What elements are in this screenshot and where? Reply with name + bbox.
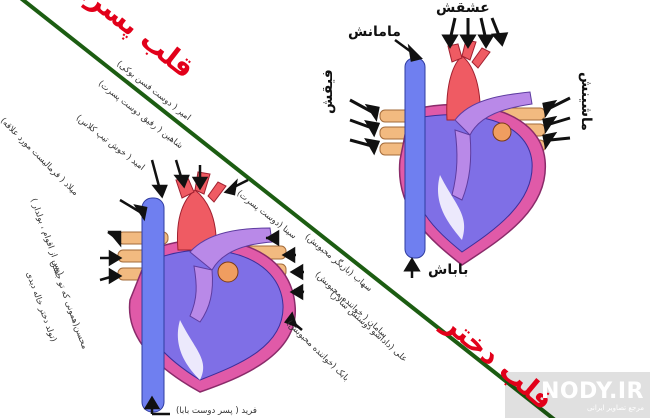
brand-name: NODY.IR [540,379,644,404]
boy-arrows [99,159,305,416]
girl-heart-diagram [379,39,546,266]
label-car: ماشینش [578,72,594,131]
boy-note: فرید ( پسر دوست بابا) [176,406,257,416]
diagonal-divider [19,0,556,418]
nody-watermark: NODY.IR مرجع تصاویر ایرانی [541,379,644,412]
label-dad: باباش [428,262,469,278]
brand-subtitle: مرجع تصاویر ایرانی [587,404,644,412]
label-mom: مامانش [348,24,401,40]
girl-arrows [349,17,571,278]
label-friends: فیقش [320,69,336,114]
label-crushes: عشقش [436,0,490,16]
watermark-backdrop [505,372,650,418]
